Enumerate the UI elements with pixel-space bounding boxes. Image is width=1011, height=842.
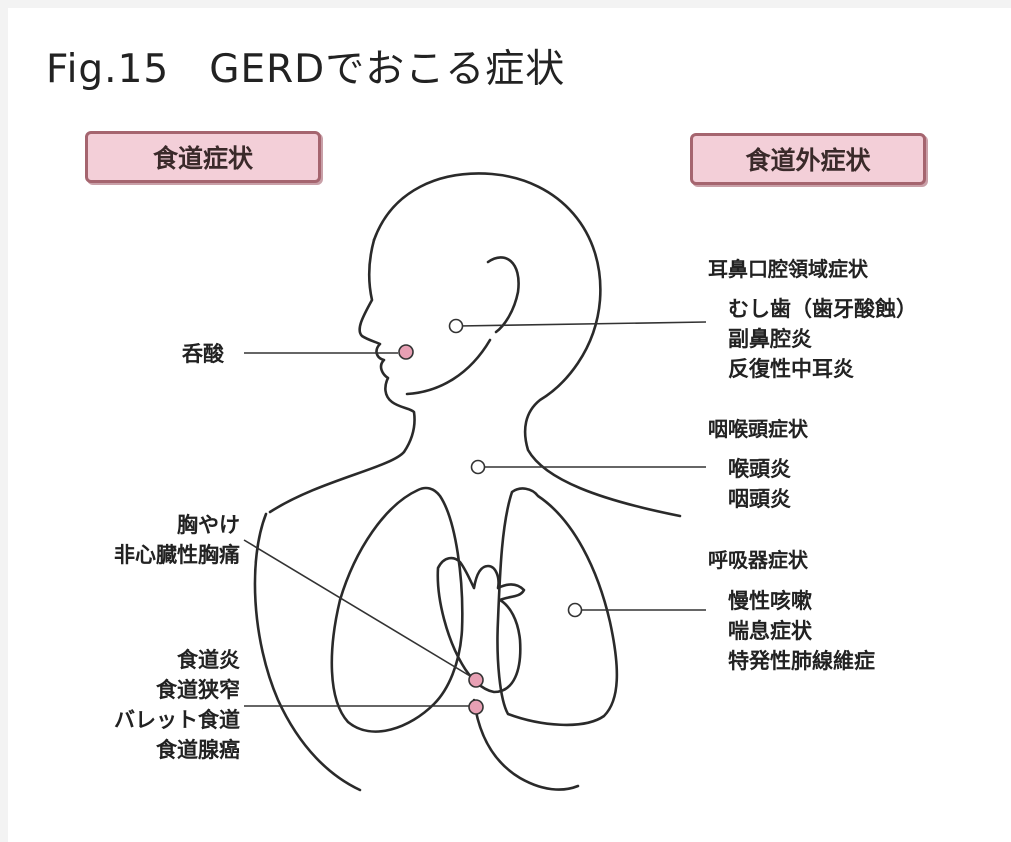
esophageal-disease-label-group: 食道炎 食道狭窄 バレット食道 食道腺癌 [60,645,240,765]
heartburn-line [243,539,471,677]
right-lung [496,487,619,727]
esophageal-stricture-label: 食道狭窄 [156,678,240,702]
pharyngitis-label: 咽頭炎 [728,487,791,511]
otitis-media-label: 反復性中耳炎 [728,357,854,381]
lung-marker [567,602,583,618]
pharynx-heading: 咽喉頭症状 [708,417,808,441]
mouth-marker [398,344,414,360]
esophageal-adenocarcinoma-label: 食道腺癌 [156,738,240,762]
heartburn-label: 胸やけ [177,513,240,537]
laryngitis-label: 喉頭炎 [728,457,791,481]
ear-outline [486,256,520,334]
face-profile [268,238,416,514]
esophagus-outline [472,698,580,791]
ent-line [457,321,707,327]
figure-title-text: GERDでおこる症状 [209,47,566,92]
ent-item-group: むし歯（歯牙酸蝕） 副鼻腔炎 反復性中耳炎 [728,294,917,384]
asthma-label: 喘息症状 [728,619,812,643]
jaw-line [405,338,492,396]
heart-outline [436,556,526,694]
respiratory-heading: 呼吸器症状 [708,548,808,572]
ent-heading: 耳鼻口腔領域症状 [708,257,868,281]
respiratory-item-group: 慢性咳嗽 喘息症状 特発性肺線維症 [728,586,875,676]
dental-erosion-label: むし歯（歯牙酸蝕） [728,297,917,321]
heartburn-label-group: 胸やけ 非心臓性胸痛 [60,510,240,570]
torso-outline [253,512,362,792]
figure-title: Fig.15 GERDでおこる症状 [46,38,565,94]
pharynx-item-group: 喉頭炎 咽頭炎 [728,454,791,514]
barrett-esophagus-label: バレット食道 [114,708,240,732]
extraesophageal-symptoms-box: 食道外症状 [690,133,926,185]
head-outline [372,172,682,518]
esophageal-symptoms-box: 食道症状 [85,131,321,183]
esophagus-marker [468,699,484,715]
chest-marker [468,672,484,688]
figure-number: Fig.15 [46,47,170,92]
noncardiac-chest-pain-label: 非心臓性胸痛 [114,543,240,567]
sinusitis-label: 副鼻腔炎 [728,327,812,351]
chronic-cough-label: 慢性咳嗽 [728,589,812,613]
acid-reflux-label: 呑酸 [182,342,224,366]
esophagitis-label: 食道炎 [177,648,240,672]
throat-marker [470,459,486,475]
ear-marker [448,318,464,334]
pulmonary-fibrosis-label: 特発性肺線維症 [728,649,875,673]
